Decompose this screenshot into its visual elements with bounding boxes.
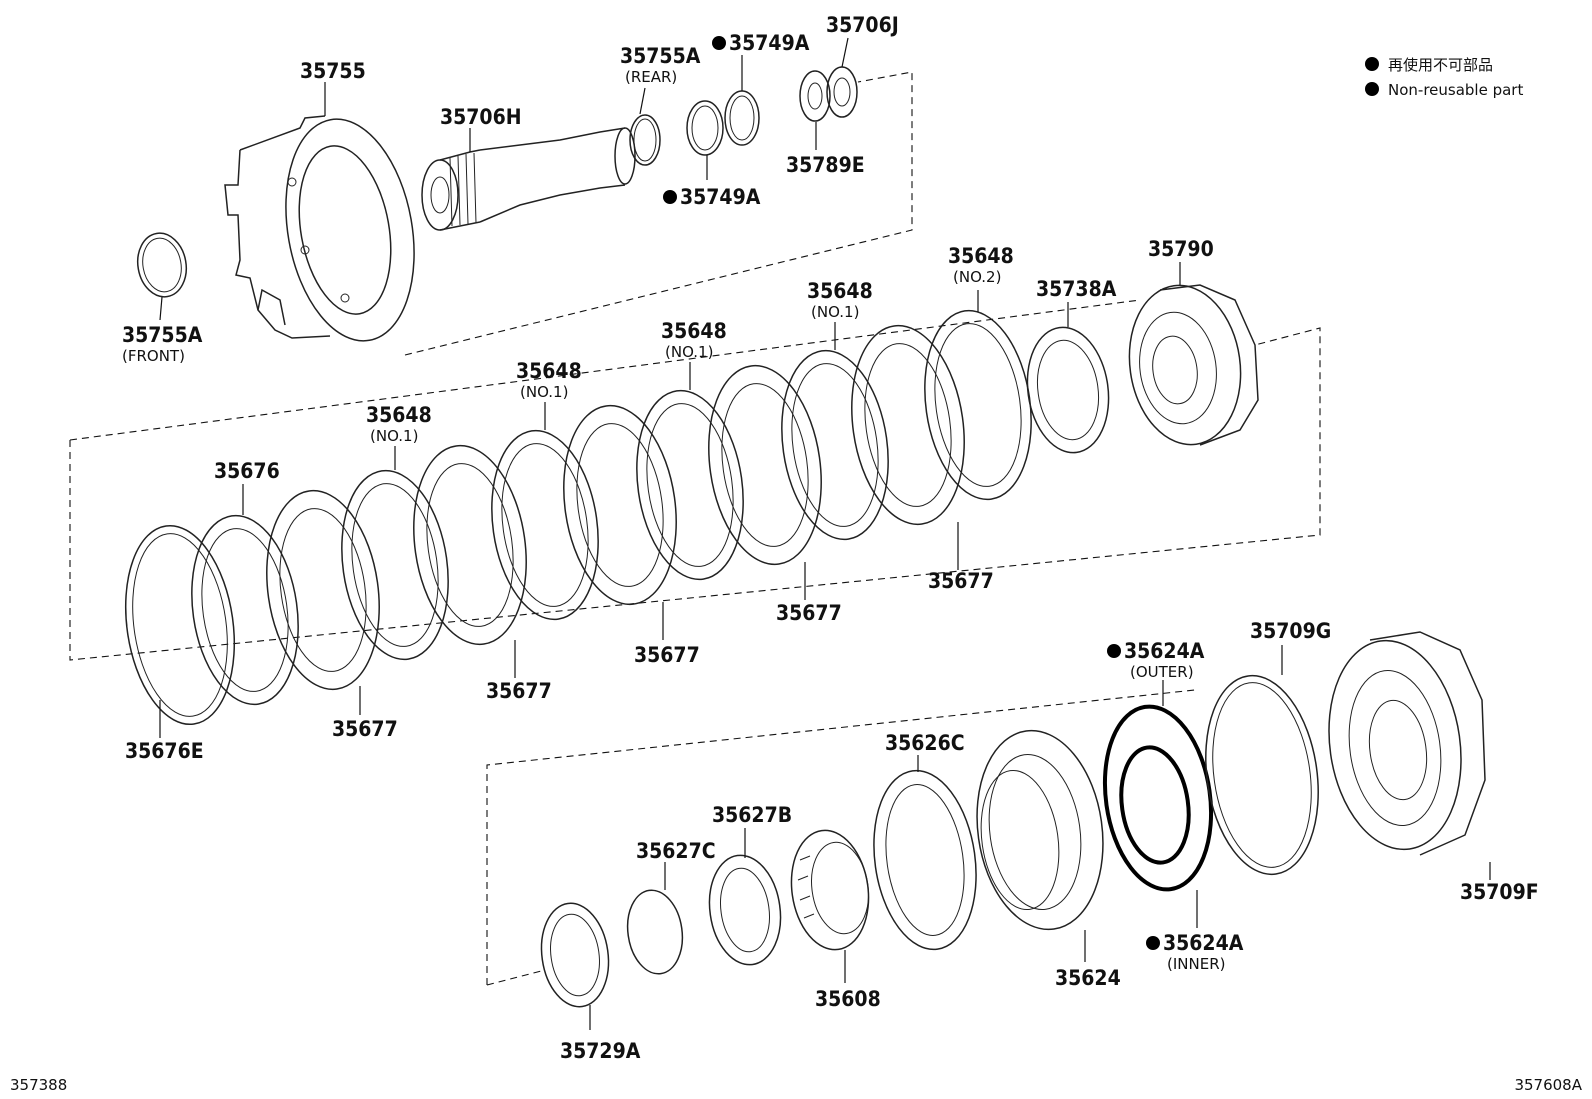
label-35648-no2[interactable]: 35648 [948, 244, 1014, 268]
label-35608[interactable]: 35608 [815, 987, 881, 1011]
label-35624A-inner[interactable]: 35624A [1163, 931, 1244, 955]
part-35624-piston[interactable] [965, 722, 1116, 937]
label-35624A-outer-sub: (OUTER) [1130, 663, 1194, 681]
label-35676[interactable]: 35676 [214, 459, 280, 483]
part-35790-hub[interactable] [1119, 278, 1259, 452]
label-35676E[interactable]: 35676E [125, 739, 204, 763]
label-35677-a[interactable]: 35677 [928, 569, 994, 593]
part-35626C-retainer[interactable] [863, 764, 987, 956]
diagram-code-left: 357388 [10, 1076, 67, 1094]
part-35627C-snap-ring[interactable] [622, 887, 687, 978]
label-35624A-outer[interactable]: 35624A [1124, 639, 1205, 663]
label-35709G[interactable]: 35709G [1250, 619, 1331, 643]
label-35706H[interactable]: 35706H [440, 105, 522, 129]
label-35648-b[interactable]: 35648 [661, 319, 727, 343]
label-35627B[interactable]: 35627B [712, 803, 792, 827]
part-35706H-shaft[interactable] [421, 127, 636, 231]
label-35648-b-sub: (NO.1) [665, 343, 713, 361]
part-35755-drum[interactable] [224, 109, 431, 351]
label-35755[interactable]: 35755 [300, 59, 366, 83]
label-35624A-inner-sub: (INNER) [1167, 955, 1225, 973]
label-35627C[interactable]: 35627C [636, 839, 716, 863]
label-35648-no2-sub: (NO.2) [953, 268, 1001, 286]
label-35648-c[interactable]: 35648 [516, 359, 582, 383]
part-35676E-snap-ring[interactable] [114, 519, 247, 732]
label-35755A-front-sub: (FRONT) [122, 347, 185, 365]
part-35738A-thrust-washer[interactable] [1020, 322, 1117, 458]
part-35755A-front-snap-ring[interactable] [133, 229, 191, 300]
part-35749A-seal-rings[interactable] [686, 90, 760, 156]
label-35648-d-sub: (NO.1) [370, 427, 418, 445]
label-35648-c-sub: (NO.1) [520, 383, 568, 401]
label-35755A-front[interactable]: 35755A [122, 323, 203, 347]
label-35648-d[interactable]: 35648 [366, 403, 432, 427]
nonreusable-marker-icon [712, 36, 726, 50]
legend-text-ja: 再使用不可部品 [1388, 56, 1493, 74]
part-35755A-rear-snap-ring[interactable] [629, 114, 661, 166]
part-35624A-o-rings[interactable] [1094, 700, 1223, 897]
group-outlines [69, 71, 1321, 986]
diagram-code-right: 357608A [1514, 1076, 1582, 1094]
nonreusable-marker-icon [1107, 644, 1121, 658]
part-35627B-washer[interactable] [703, 851, 788, 970]
label-35706J[interactable]: 35706J [826, 13, 899, 37]
label-35677-d[interactable]: 35677 [486, 679, 552, 703]
part-labels: 35755 35706H 35755A (REAR) 35749A 35706J… [122, 13, 1539, 1063]
label-35624[interactable]: 35624 [1055, 966, 1121, 990]
label-35738A[interactable]: 35738A [1036, 277, 1117, 301]
nonreusable-marker-icon [1146, 936, 1160, 950]
part-35709F-drum[interactable] [1316, 631, 1486, 858]
label-35729A[interactable]: 35729A [560, 1039, 641, 1063]
label-35648-a[interactable]: 35648 [807, 279, 873, 303]
legend: 再使用不可部品 Non-reusable part [1365, 56, 1523, 99]
label-35789E[interactable]: 35789E [786, 153, 865, 177]
label-35677-b[interactable]: 35677 [776, 601, 842, 625]
legend-text-en: Non-reusable part [1388, 81, 1523, 99]
label-35709F[interactable]: 35709F [1460, 880, 1539, 904]
nonreusable-marker-icon [663, 190, 677, 204]
label-35677-c[interactable]: 35677 [634, 643, 700, 667]
label-35749A-bottom[interactable]: 35749A [680, 185, 761, 209]
nonreusable-marker-icon [1365, 57, 1379, 71]
part-35789E-35706J-bearing-race[interactable] [799, 66, 858, 122]
part-35709G-snap-ring[interactable] [1194, 668, 1331, 881]
label-35755A-rear-sub: (REAR) [625, 68, 677, 86]
part-35729A-washer[interactable] [535, 899, 615, 1011]
label-35626C[interactable]: 35626C [885, 731, 965, 755]
label-35648-a-sub: (NO.1) [811, 303, 859, 321]
label-35677-e[interactable]: 35677 [332, 717, 398, 741]
label-35749A-top[interactable]: 35749A [729, 31, 810, 55]
label-35755A-rear[interactable]: 35755A [620, 44, 701, 68]
label-35790[interactable]: 35790 [1148, 237, 1214, 261]
nonreusable-marker-icon [1365, 82, 1379, 96]
part-35608-one-way-clutch[interactable] [784, 825, 876, 954]
part-clutch-plates[interactable] [180, 304, 1042, 712]
leader-lines [159, 37, 1491, 1030]
